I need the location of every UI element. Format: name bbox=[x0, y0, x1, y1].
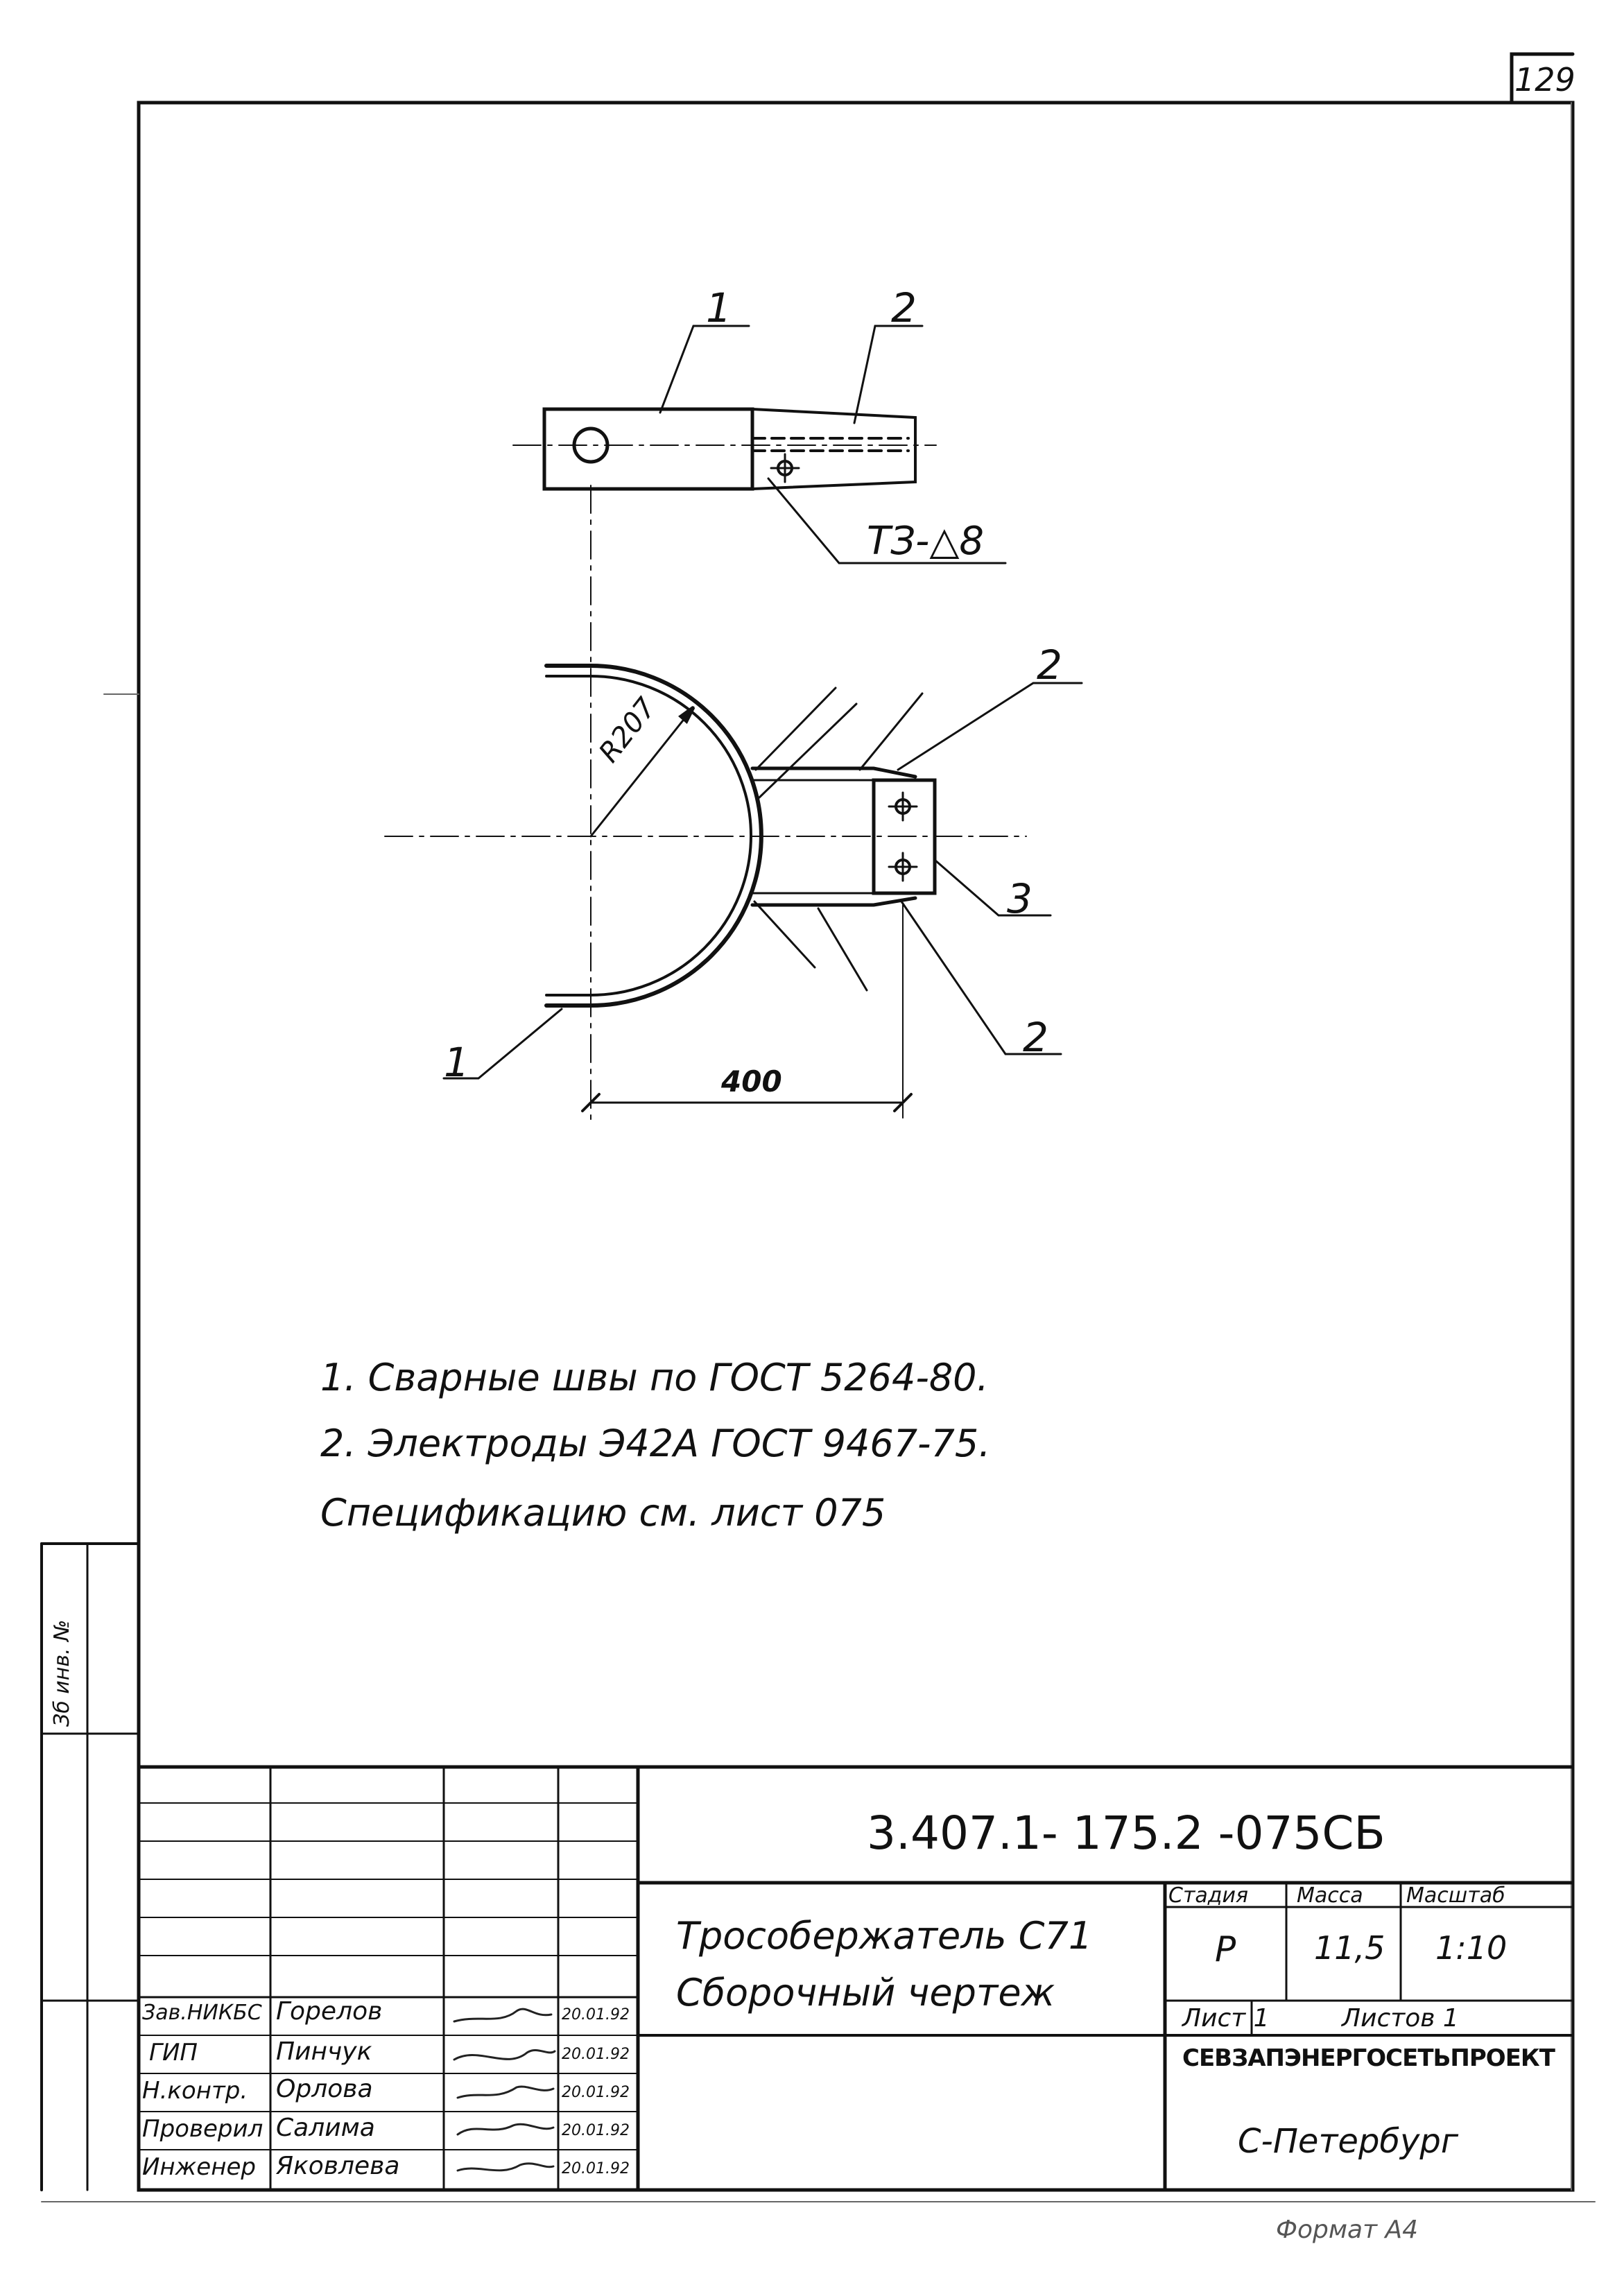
drawing-designation: 3.407.1- 175.2 -075СБ bbox=[867, 1806, 1385, 1860]
city: С-Петербург bbox=[1238, 2122, 1459, 2161]
label-front-part-2-bottom: 2 bbox=[1023, 1014, 1048, 1061]
sign-role-4: Инженер bbox=[142, 2153, 256, 2181]
sign-name-2: Орлова bbox=[276, 2075, 373, 2103]
sign-role-1: ГИП bbox=[149, 2039, 198, 2067]
sign-date-2: 20.01.92 bbox=[562, 2084, 630, 2101]
drawing-name-line2: Сборочный чертеж bbox=[676, 1971, 1055, 2015]
sign-role-3: Проверил bbox=[142, 2115, 264, 2143]
top-view bbox=[512, 325, 1007, 564]
sign-name-0: Горелов bbox=[276, 1997, 383, 2026]
note-3: Спецификацию см. лист 075 bbox=[320, 1491, 886, 1535]
scale-header: Масштаб bbox=[1406, 1883, 1505, 1908]
sheet-number: Лист 1 bbox=[1182, 2004, 1270, 2033]
dimension-400: 400 bbox=[721, 1064, 782, 1098]
organization: СЕВЗАПЭНЕРГОСЕТЬПРОЕКТ bbox=[1182, 2044, 1555, 2072]
sign-role-2: Н.контр. bbox=[142, 2077, 248, 2105]
sign-date-4: 20.01.92 bbox=[562, 2160, 630, 2177]
label-front-part-2-top: 2 bbox=[1037, 641, 1062, 689]
sign-name-1: Пинчук bbox=[276, 2037, 372, 2066]
footer-format: Формат А4 bbox=[1276, 2216, 1419, 2244]
label-weld-mark: ТЗ-△8 bbox=[867, 519, 985, 564]
sheets-count: Листов 1 bbox=[1342, 2004, 1459, 2033]
mass-value: 11,5 bbox=[1314, 1929, 1385, 1967]
label-front-part-1: 1 bbox=[444, 1039, 469, 1086]
label-front-part-3: 3 bbox=[1007, 875, 1033, 922]
mass-header: Масса bbox=[1297, 1883, 1363, 1908]
stage-value: Р bbox=[1215, 1929, 1236, 1969]
front-view bbox=[384, 664, 1083, 1119]
note-2: 2. Электроды Э42А ГОСТ 9467-75. bbox=[320, 1422, 991, 1465]
sign-role-0: Зав.НИКБС bbox=[142, 2001, 262, 2025]
sign-name-3: Салима bbox=[276, 2114, 375, 2142]
label-top-part-1: 1 bbox=[706, 284, 732, 331]
sign-name-4: Яковлева bbox=[276, 2152, 400, 2180]
stage-header: Стадия bbox=[1168, 1883, 1249, 1908]
label-top-part-2: 2 bbox=[891, 284, 917, 331]
side-stamp-label: Зб инв. № bbox=[50, 1619, 74, 1727]
sign-date-1: 20.01.92 bbox=[562, 2046, 630, 2063]
sign-date-3: 20.01.92 bbox=[562, 2122, 630, 2139]
sign-date-0: 20.01.92 bbox=[562, 2006, 630, 2024]
sheet-frame bbox=[137, 101, 1575, 2192]
drawing-name-line1: Трособержатель С71 bbox=[676, 1914, 1093, 1958]
note-1: 1. Сварные швы по ГОСТ 5264-80. bbox=[320, 1356, 989, 1399]
scale-value: 1:10 bbox=[1435, 1929, 1508, 1967]
page-number: 129 bbox=[1514, 61, 1575, 98]
